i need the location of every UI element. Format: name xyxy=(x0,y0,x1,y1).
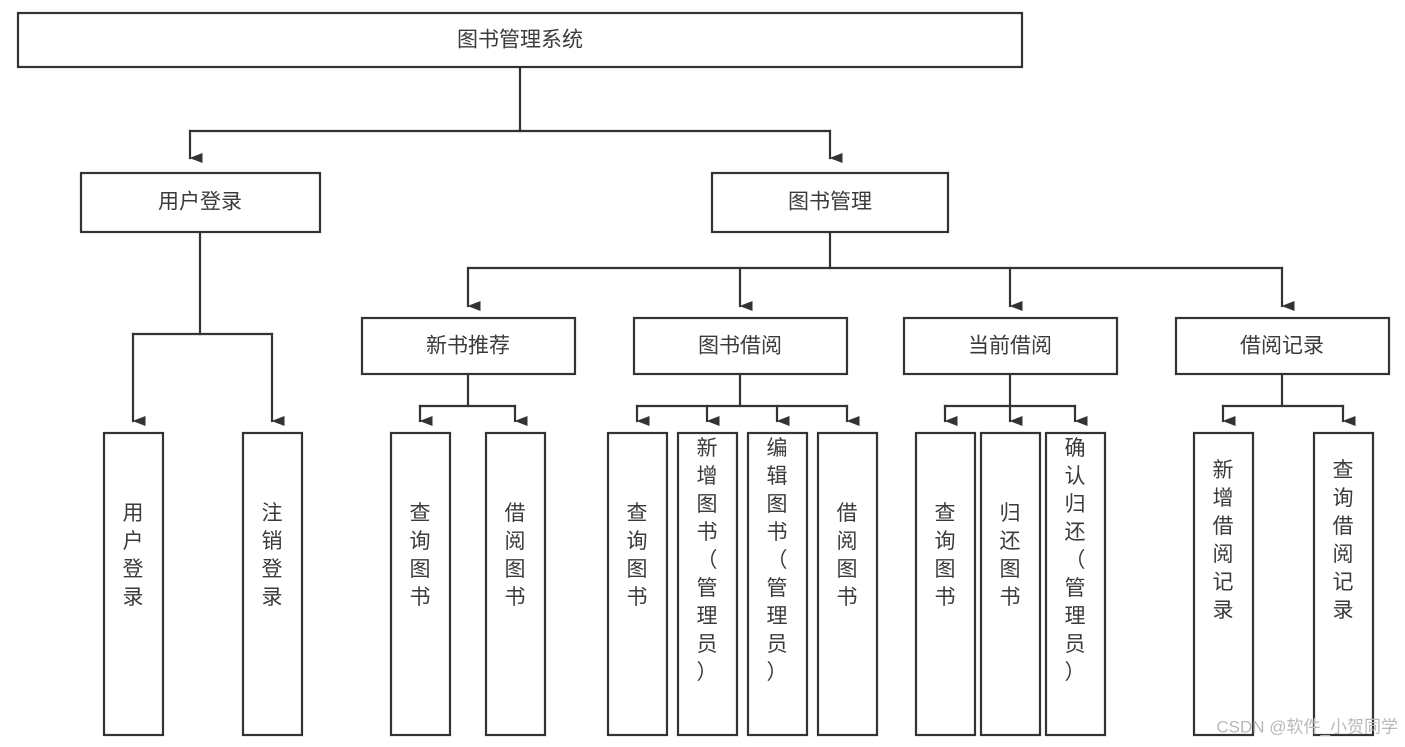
node-leaf-add-book-label: 新增图书（管理员） xyxy=(697,437,718,684)
node-new-book-recommend-box[interactable] xyxy=(360,316,577,376)
node-current-borrow-box[interactable] xyxy=(902,316,1119,376)
node-book-management-label: 图书管理 xyxy=(788,191,872,214)
node-borrow-record-box[interactable] xyxy=(1174,316,1391,376)
node-leaf-add-record-label: 新增借阅记录 xyxy=(1213,459,1234,622)
node-leaf-query-record-label: 查询借阅记录 xyxy=(1333,459,1354,622)
node-leaf-add-book[interactable]: 新增图书（管理员） xyxy=(676,431,739,737)
node-new-book-recommend[interactable]: 新书推荐 xyxy=(360,316,577,376)
node-leaf-query-book-2-box[interactable] xyxy=(606,431,669,737)
node-current-borrow-label: 当前借阅 xyxy=(968,335,1052,358)
node-leaf-logout-login-box[interactable] xyxy=(241,431,304,737)
node-leaf-add-record-box[interactable] xyxy=(1192,431,1255,737)
node-leaf-return-book-box[interactable] xyxy=(979,431,1042,737)
node-root[interactable]: 图书管理系统 xyxy=(16,11,1024,69)
node-leaf-return-book[interactable]: 归还图书 xyxy=(979,431,1042,737)
node-leaf-confirm-return[interactable]: 确认归还（管理员） xyxy=(1044,431,1107,737)
node-book-management-box[interactable] xyxy=(710,171,950,234)
node-leaf-confirm-return-label: 确认归还（管理员） xyxy=(1065,437,1086,684)
node-root-label: 图书管理系统 xyxy=(457,29,583,52)
node-leaf-query-book-3-label: 查询图书 xyxy=(935,502,956,609)
node-leaf-edit-book[interactable]: 编辑图书（管理员） xyxy=(746,431,809,737)
csdn-watermark: CSDN @软件_小贺同学 xyxy=(1216,717,1398,736)
node-book-borrow-label: 图书借阅 xyxy=(698,335,782,358)
node-leaf-borrow-book-2[interactable]: 借阅图书 xyxy=(816,431,879,737)
node-book-borrow-box[interactable] xyxy=(632,316,849,376)
node-leaf-query-book-1-label: 查询图书 xyxy=(410,502,431,609)
node-leaf-user-login-box[interactable] xyxy=(102,431,165,737)
node-leaf-borrow-book-1-box[interactable] xyxy=(484,431,547,737)
node-leaf-borrow-book-2-label: 借阅图书 xyxy=(837,502,858,609)
edges-layer xyxy=(131,65,1356,426)
node-leaf-query-record[interactable]: 查询借阅记录 xyxy=(1312,431,1375,737)
node-user-login-box[interactable] xyxy=(79,171,322,234)
node-borrow-record-label: 借阅记录 xyxy=(1240,335,1324,358)
node-leaf-edit-book-box[interactable] xyxy=(746,431,809,737)
node-leaf-query-book-3-box[interactable] xyxy=(914,431,977,737)
node-leaf-logout-login-label: 注销登录 xyxy=(262,502,283,609)
node-leaf-borrow-book-2-box[interactable] xyxy=(816,431,879,737)
node-leaf-query-book-3[interactable]: 查询图书 xyxy=(914,431,977,737)
node-leaf-return-book-label: 归还图书 xyxy=(1000,502,1021,609)
node-leaf-borrow-book-1-label: 借阅图书 xyxy=(505,502,526,609)
node-leaf-user-login-label: 用户登录 xyxy=(123,502,144,609)
node-leaf-add-book-box[interactable] xyxy=(676,431,739,737)
node-leaf-query-record-box[interactable] xyxy=(1312,431,1375,737)
node-leaf-edit-book-label: 编辑图书（管理员） xyxy=(767,437,788,684)
node-leaf-confirm-return-box[interactable] xyxy=(1044,431,1107,737)
node-leaf-logout-login[interactable]: 注销登录 xyxy=(241,431,304,737)
node-leaf-add-record[interactable]: 新增借阅记录 xyxy=(1192,431,1255,737)
node-leaf-query-book-2[interactable]: 查询图书 xyxy=(606,431,669,737)
node-book-management[interactable]: 图书管理 xyxy=(710,171,950,234)
node-user-login-label: 用户登录 xyxy=(158,191,242,214)
node-book-borrow[interactable]: 图书借阅 xyxy=(632,316,849,376)
node-user-login[interactable]: 用户登录 xyxy=(79,171,322,234)
node-leaf-user-login[interactable]: 用户登录 xyxy=(102,431,165,737)
node-borrow-record[interactable]: 借阅记录 xyxy=(1174,316,1391,376)
node-new-book-recommend-label: 新书推荐 xyxy=(426,335,510,358)
node-leaf-query-book-2-label: 查询图书 xyxy=(627,502,648,609)
node-current-borrow[interactable]: 当前借阅 xyxy=(902,316,1119,376)
node-leaf-query-book-1[interactable]: 查询图书 xyxy=(389,431,452,737)
node-root-box[interactable] xyxy=(16,11,1024,69)
node-leaf-query-book-1-box[interactable] xyxy=(389,431,452,737)
node-leaf-borrow-book-1[interactable]: 借阅图书 xyxy=(484,431,547,737)
